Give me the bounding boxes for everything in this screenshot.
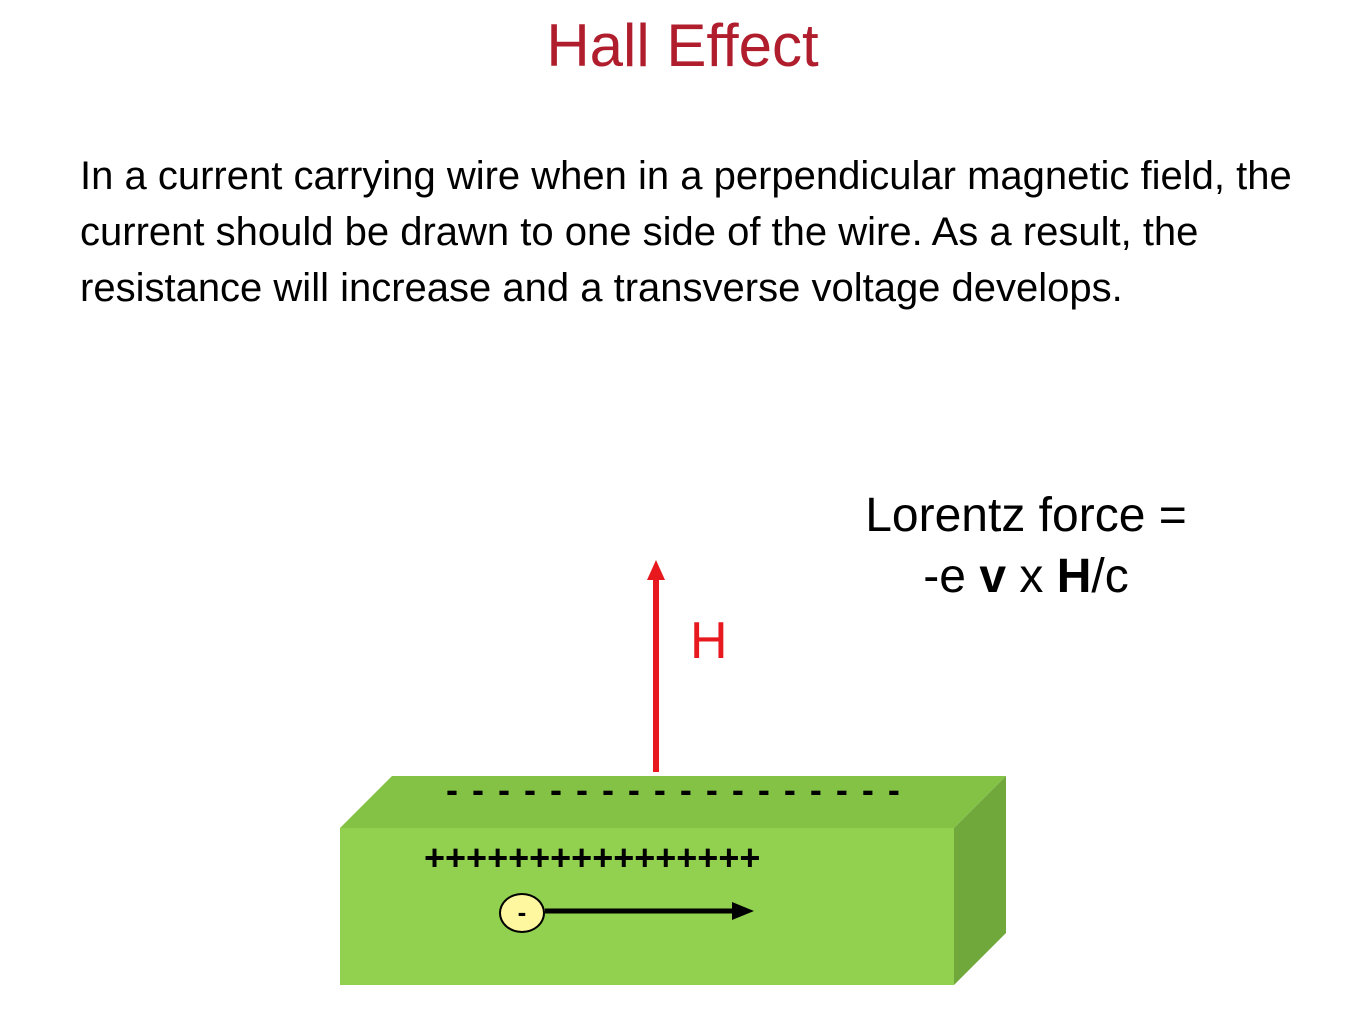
slab-front-face [340, 828, 954, 985]
lorentz-formula: -e v x H/c [826, 546, 1226, 607]
lorentz-force-label: Lorentz force = -e v x H/c [826, 485, 1226, 607]
slab-side-face [954, 776, 1006, 985]
negative-charges-row: - - - - - - - - - - - - - - - - - - [446, 769, 902, 810]
formula-prefix: -e [923, 550, 980, 603]
slide-title: Hall Effect [546, 12, 819, 79]
slab-top-face [340, 776, 1006, 828]
formula-suffix: /c [1091, 550, 1129, 603]
field-label: H [690, 612, 728, 670]
positive-charges-row: ++++++++++++++++ [424, 837, 761, 878]
cross-symbol: x [1006, 550, 1057, 603]
field-arrow-head [647, 560, 665, 580]
field-symbol: H [1056, 550, 1092, 603]
description-text: In a current carrying wire when in a per… [80, 154, 1292, 310]
velocity-arrow-head [732, 902, 754, 920]
velocity-symbol: v [979, 550, 1007, 603]
lorentz-force-line: Lorentz force = [865, 489, 1187, 542]
electron-icon: - [499, 893, 545, 933]
